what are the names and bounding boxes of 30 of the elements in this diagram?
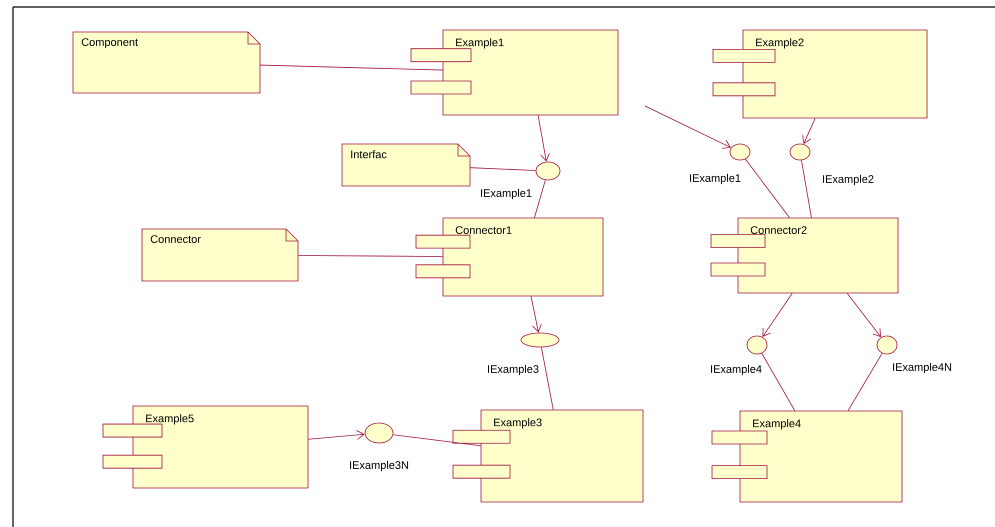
connector xyxy=(644,106,732,149)
interface-label: IExample4N xyxy=(893,362,952,374)
connector xyxy=(308,430,365,440)
interface-label: IExample3N xyxy=(350,460,408,472)
connector xyxy=(802,118,816,144)
connector xyxy=(470,167,536,171)
interface-label: IExample1 xyxy=(690,174,740,184)
connector xyxy=(801,160,812,218)
connector xyxy=(534,180,546,218)
interface-label: IExample3 xyxy=(488,364,538,376)
connector xyxy=(762,293,793,337)
connector xyxy=(848,352,882,411)
connector xyxy=(541,346,554,410)
connector xyxy=(260,64,443,70)
interface-label: IExample2 xyxy=(823,174,874,186)
connector xyxy=(530,296,542,333)
connector xyxy=(298,255,443,257)
note-box xyxy=(342,144,470,186)
connector xyxy=(761,352,796,411)
connector xyxy=(745,158,790,218)
interface-label: IExample4 xyxy=(711,364,762,376)
connector xyxy=(846,293,882,338)
note-box xyxy=(142,228,298,282)
note-text: Component xyxy=(82,38,138,48)
connector xyxy=(538,115,550,162)
connector xyxy=(392,434,481,446)
note-text: Interfac xyxy=(351,150,387,158)
note-box xyxy=(72,32,260,94)
interface-label: IExample1 xyxy=(481,188,532,200)
note-text: Connector xyxy=(150,235,201,243)
